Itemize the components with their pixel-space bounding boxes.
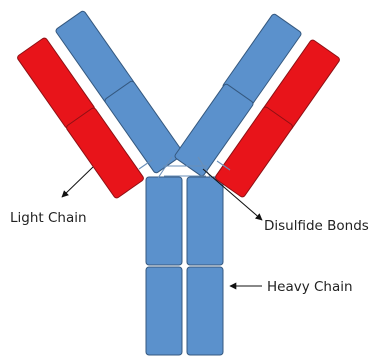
light-chain-label: Light Chain <box>10 210 87 226</box>
right-fab-arm <box>174 13 341 198</box>
heavy-chain-right-ch2-domain <box>187 177 223 265</box>
heavy-chain-label: Heavy Chain <box>267 279 353 295</box>
heavy-chain-left-ch2-domain <box>146 177 182 265</box>
left-fab-arm <box>16 10 184 199</box>
disulfide-bonds-label: Disulfide Bonds <box>264 218 369 234</box>
light-chain-arrow <box>62 167 93 197</box>
heavy-chain-right-ch3-domain <box>187 267 223 355</box>
heavy-chain-left-ch3-domain <box>146 267 182 355</box>
fc-region <box>146 177 223 355</box>
